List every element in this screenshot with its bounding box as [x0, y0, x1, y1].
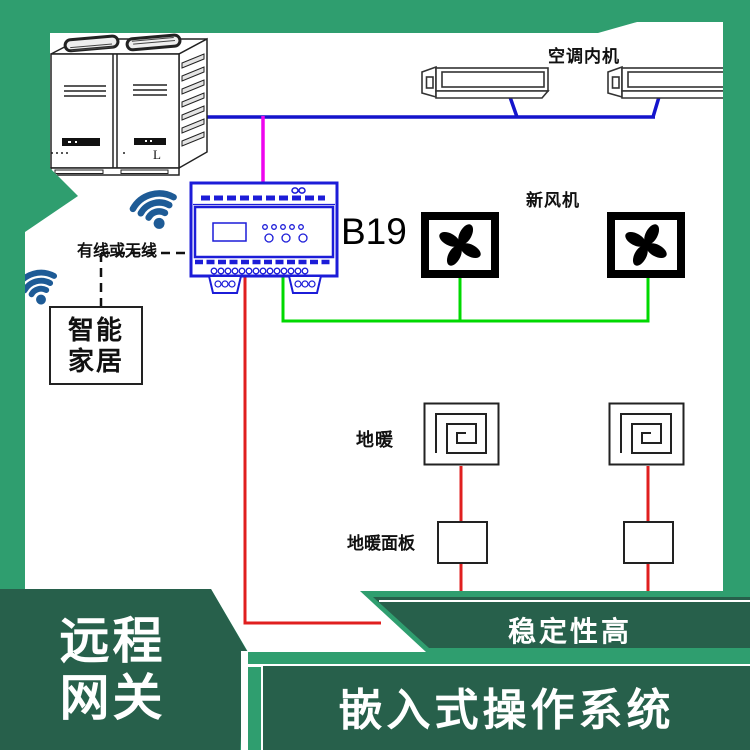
- clipped-title-fragment: [88, 25, 206, 32]
- smart-home-box: 智能 家居: [49, 306, 143, 385]
- smart-home-line2: 家居: [67, 345, 124, 376]
- green-wire: [281, 265, 650, 323]
- accent-stripe-vertical: [248, 652, 261, 750]
- floor-heating-coil-icon: [423, 402, 500, 466]
- ac-indoor-label: 空调内机: [548, 47, 620, 66]
- ac-indoor-unit-drawing: [421, 65, 550, 99]
- ac-outdoor-unit-drawing: L: [50, 33, 208, 176]
- remote-gateway-text: 远程 网关: [0, 613, 225, 727]
- divider-gap: [261, 666, 263, 750]
- dashed-wire: [99, 251, 190, 307]
- fan-pinwheel-icon: [421, 212, 499, 278]
- floor-panel-box: [437, 521, 488, 564]
- wifi-icon: [25, 269, 58, 305]
- embedded-os-banner: [263, 666, 750, 750]
- embedded-os-text: 嵌入式操作系统: [338, 686, 675, 735]
- banner-highlight-line: [379, 600, 750, 602]
- smart-home-line1: 智能: [67, 314, 124, 345]
- divider-gap: [248, 664, 750, 667]
- controller-label: B19: [341, 211, 407, 252]
- floor-heating-label: 地暖: [356, 430, 394, 450]
- floor-heating-coil-icon: [608, 402, 685, 466]
- fan-grille-top: [63, 33, 182, 53]
- fresh-air-label: 新风机: [526, 191, 580, 210]
- accent-stripe-horizontal: [248, 652, 750, 664]
- connection-type-label: 有线或无线: [77, 243, 158, 260]
- side-louvers: [181, 53, 205, 147]
- gateway-line2: 网关: [59, 670, 166, 726]
- stability-text: 稳定性高: [507, 616, 632, 647]
- gateway-line1: 远程: [59, 613, 166, 669]
- blue-wire: [205, 96, 661, 119]
- divider-gap: [241, 651, 248, 750]
- floor-panel-box: [623, 521, 674, 564]
- controller-drawing: [189, 181, 339, 294]
- unit-mark: L: [153, 147, 161, 162]
- ac-indoor-unit-drawing: [607, 65, 723, 99]
- wifi-icon: [129, 190, 177, 229]
- fan-pinwheel-icon: [607, 212, 685, 278]
- brand-mark: [291, 187, 299, 194]
- floor-panel-label: 地暖面板: [347, 534, 415, 553]
- red-wire: [243, 265, 650, 625]
